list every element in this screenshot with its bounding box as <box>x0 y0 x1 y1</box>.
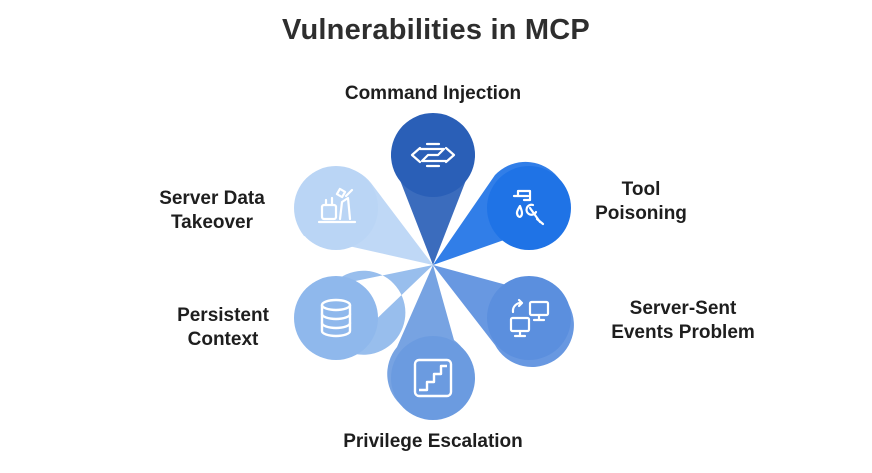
label-persistent-context: Persistent Context <box>158 304 288 352</box>
label-server-data-takeover-line2: Takeover <box>170 212 254 233</box>
label-persistent-context-line2: Context <box>187 329 259 350</box>
petal-persistent-context <box>294 265 433 360</box>
label-tool-poisoning: Tool Poisoning <box>593 178 733 226</box>
petal-server-sent-events <box>433 265 574 367</box>
label-privilege-escalation: Privilege Escalation <box>343 431 523 452</box>
label-server-sent-events: Server-Sent Events Problem <box>598 297 768 345</box>
petal-server-data-takeover <box>294 166 433 265</box>
page-title: Vulnerabilities in MCP <box>282 14 590 46</box>
database-icon <box>320 298 352 338</box>
tool-poisoning-icon <box>512 189 545 226</box>
label-tool-poisoning-line2: Poisoning <box>595 203 687 224</box>
label-tool-poisoning-line1: Tool <box>621 179 661 200</box>
label-command-injection: Command Injection <box>344 83 522 104</box>
stairs-icon <box>413 358 453 398</box>
label-server-data-takeover-line1: Server Data <box>159 188 265 209</box>
server-data-takeover-icon <box>317 187 357 224</box>
label-server-sent-events-line2: Events Problem <box>611 322 755 343</box>
label-server-data-takeover: Server Data Takeover <box>142 187 282 235</box>
petal-privilege-escalation <box>387 265 475 420</box>
label-server-sent-events-line1: Server-Sent <box>629 298 737 319</box>
petal-tool-poisoning <box>433 161 571 265</box>
petal-command-injection <box>391 113 475 265</box>
server-sent-events-icon <box>509 298 550 338</box>
label-persistent-context-line1: Persistent <box>177 305 269 326</box>
command-injection-icon <box>410 142 456 168</box>
